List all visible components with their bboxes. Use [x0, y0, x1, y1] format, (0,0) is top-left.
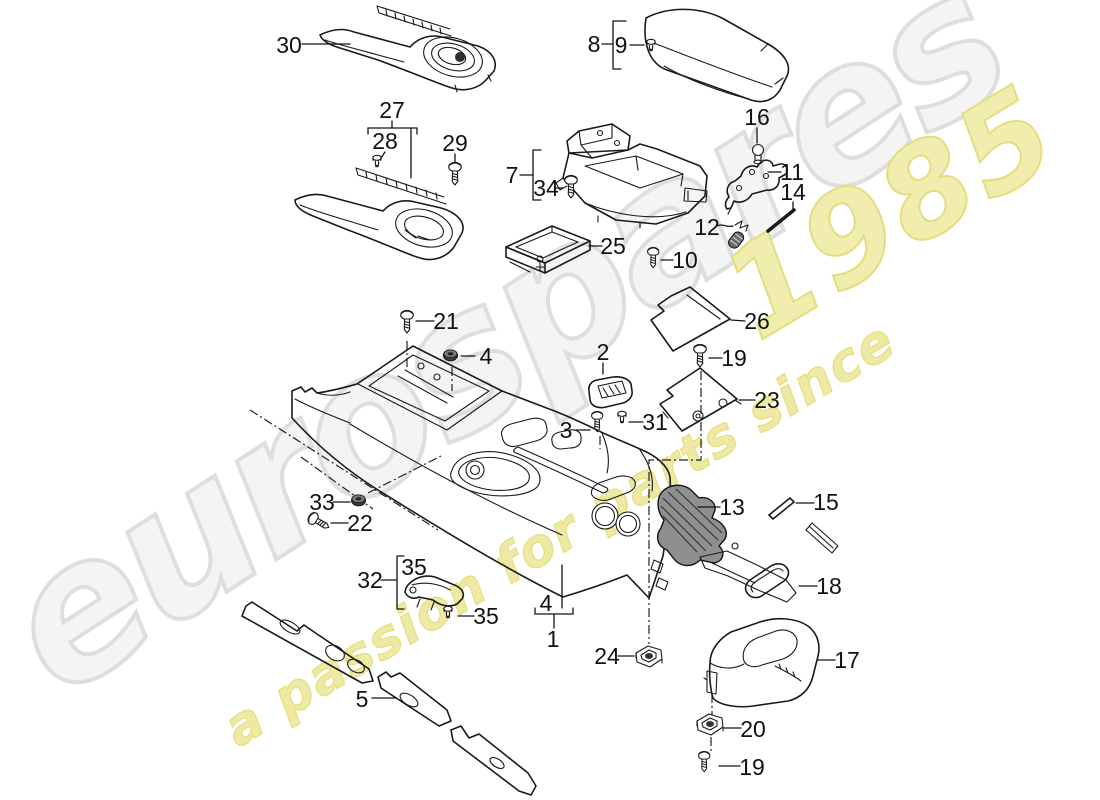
callout-10: 10	[672, 247, 698, 273]
part-32-lever	[404, 575, 465, 611]
part-19-screw-upper	[693, 343, 707, 368]
part-24-clip-nut	[635, 645, 663, 668]
watermark: eurospares a passion for parts since 198…	[0, 0, 1084, 760]
callout-13: 13	[719, 494, 745, 520]
part-2-switch	[588, 376, 633, 409]
part-12-spring	[728, 220, 749, 249]
part-13-handbrake-boot	[656, 484, 839, 603]
callout-31: 31	[642, 409, 668, 435]
callout-labels: 30 27 28 29 8 9 16 7 34 11 14 12 25 10 2…	[276, 31, 860, 780]
callout-21: 21	[433, 308, 459, 334]
part-7-storage-box	[555, 123, 708, 229]
callout-4-upper: 4	[480, 343, 493, 369]
part-14-rod	[766, 208, 796, 233]
part-26-mat	[650, 286, 731, 352]
callout-27: 27	[379, 97, 405, 123]
leader-lines	[301, 20, 836, 767]
part-28-clip	[372, 154, 382, 168]
part-19-screw-lower	[698, 750, 711, 773]
callout-19-lower: 19	[739, 754, 765, 780]
part-8-armrest-lid	[644, 8, 790, 103]
part-27-trim-frame	[294, 167, 464, 261]
callout-17: 17	[834, 647, 860, 673]
part-30-console-top-trim	[319, 5, 496, 93]
callout-34: 34	[533, 175, 559, 201]
callout-5: 5	[356, 686, 369, 712]
part-29-screw	[448, 161, 462, 186]
callout-23: 23	[754, 387, 780, 413]
callout-3: 3	[560, 417, 573, 443]
part-18-pad	[744, 563, 790, 599]
callout-16: 16	[744, 104, 770, 130]
callout-9: 9	[615, 32, 628, 58]
part-33-grommet	[351, 494, 366, 507]
part-23-bracket-plate	[659, 367, 742, 432]
part-31-clip	[617, 410, 627, 424]
part-11-latch-bracket	[724, 159, 788, 215]
part-15-pin	[768, 497, 795, 520]
callout-35-upper: 35	[401, 554, 427, 580]
callout-14: 14	[780, 179, 806, 205]
callout-24: 24	[594, 643, 620, 669]
callout-30: 30	[276, 32, 302, 58]
callout-25: 25	[600, 233, 626, 259]
callout-20: 20	[740, 716, 766, 742]
part-25-ashtray	[505, 225, 591, 274]
callout-4-lower: 4	[540, 590, 553, 616]
callout-15: 15	[813, 489, 839, 515]
callout-19-upper: 19	[721, 345, 747, 371]
callout-33: 33	[309, 489, 335, 515]
callout-11: 11	[780, 159, 804, 185]
part-5-sill-strip	[241, 601, 537, 796]
callout-32: 32	[357, 567, 383, 593]
callout-12: 12	[694, 214, 720, 240]
part-1-console-body	[291, 345, 672, 599]
callout-29: 29	[442, 130, 468, 156]
callout-7: 7	[506, 162, 519, 188]
callout-28: 28	[372, 128, 398, 154]
part-17-rear-cover	[703, 617, 820, 708]
callout-22: 22	[347, 510, 373, 536]
callout-26: 26	[744, 308, 770, 334]
parts	[241, 5, 839, 796]
callout-8: 8	[588, 31, 601, 57]
part-4-grommet-upper	[443, 349, 458, 362]
callout-35-lower: 35	[473, 603, 499, 629]
callout-18: 18	[816, 573, 842, 599]
callout-2: 2	[597, 339, 610, 365]
part-20-clip-nut	[696, 713, 724, 736]
callout-1: 1	[547, 626, 560, 652]
